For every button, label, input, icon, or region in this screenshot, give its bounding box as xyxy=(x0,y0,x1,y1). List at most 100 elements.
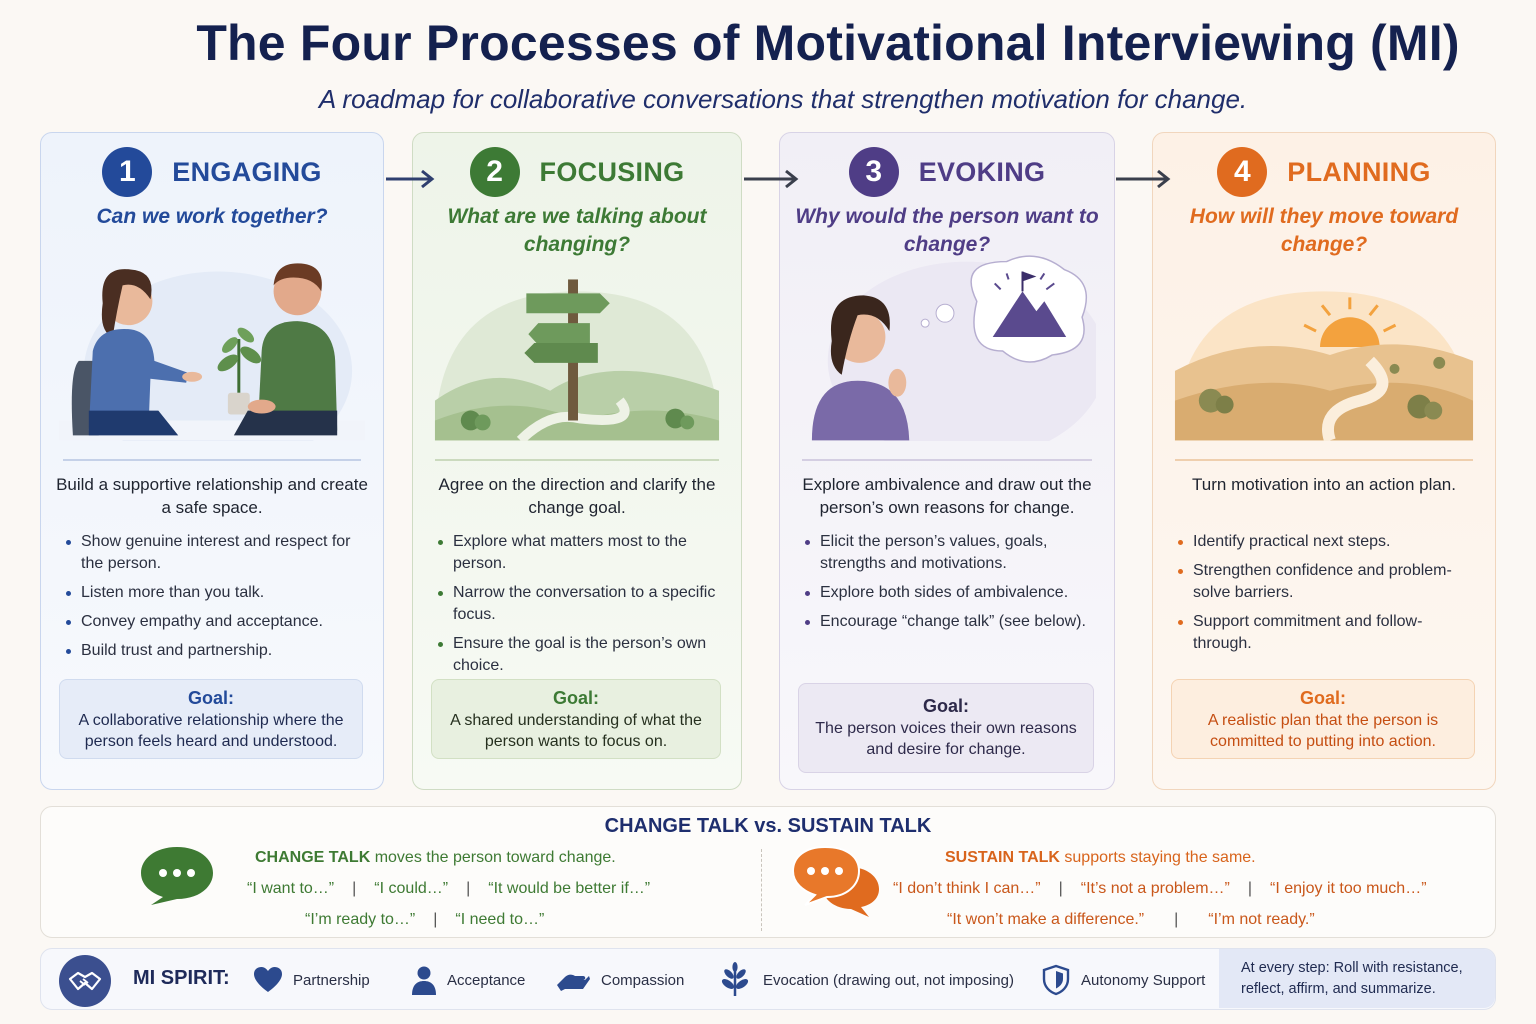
talk-divider xyxy=(761,849,762,931)
shield-icon xyxy=(1042,964,1070,996)
goal-box: Goal: A realistic plan that the person i… xyxy=(1171,679,1475,759)
page-title: The Four Processes of Motivational Inter… xyxy=(196,15,1460,71)
spirit-item-acceptance: Acceptance xyxy=(411,963,525,997)
quote: “I want to…” xyxy=(247,880,335,897)
process-name: EVOKING xyxy=(918,156,1046,187)
process-name: FOCUSING xyxy=(539,156,685,187)
bullet-item: Explore both sides of ambivalence. xyxy=(804,582,1098,604)
goal-text: The person voices their own reasons and … xyxy=(815,720,1077,758)
bullet-item: Strengthen confidence and problem-solve … xyxy=(1177,560,1479,604)
spirit-item-label: Acceptance xyxy=(447,971,526,989)
goal-text: A collaborative relationship where the p… xyxy=(78,712,344,750)
card-header: 4 PLANNING xyxy=(1153,147,1495,197)
bullet-item: Narrow the conversation to a specific fo… xyxy=(437,582,725,626)
goal-box: Goal: A shared understanding of what the… xyxy=(431,679,721,759)
process-bullets: Elicit the person’s values, goals, stren… xyxy=(804,531,1098,640)
quote: “I could…” xyxy=(374,880,449,897)
process-bullets: Identify practical next steps. Strengthe… xyxy=(1177,531,1479,662)
helping-hand-icon xyxy=(557,974,590,991)
sustain-talk-heading: SUSTAIN TALK supports staying the same. xyxy=(945,849,1256,867)
spirit-item-autonomy: Autonomy Support xyxy=(1041,963,1205,997)
change-talk-bubble-icon xyxy=(141,847,213,905)
spirit-label: MI SPIRIT: xyxy=(133,967,230,989)
bullet-item: Show genuine interest and respect for th… xyxy=(65,531,367,575)
spirit-item-label: Autonomy Support xyxy=(1081,971,1206,989)
goal-box: Goal: The person voices their own reason… xyxy=(798,683,1094,773)
bullet-item: Elicit the person’s values, goals, stren… xyxy=(804,531,1098,575)
change-talk-heading: CHANGE TALK moves the person toward chan… xyxy=(255,849,616,867)
process-card-focusing: 2 FOCUSING What are we talking about cha… xyxy=(412,132,742,790)
card-header: 3 EVOKING xyxy=(780,147,1114,197)
card-divider xyxy=(1175,459,1473,461)
sustain-talk-bubbles-icon xyxy=(791,845,879,917)
spirit-item-label: Evocation (drawing out, not imposing) xyxy=(763,971,1014,989)
step-number-badge: 1 xyxy=(102,147,153,197)
talk-panel-title: CHANGE TALK vs. SUSTAIN TALK xyxy=(604,815,932,837)
quote: “I enjoy it too much…” xyxy=(1270,880,1427,897)
flow-arrow-icon xyxy=(1116,169,1171,189)
goal-text: A shared understanding of what the perso… xyxy=(450,712,702,750)
card-divider xyxy=(435,459,719,461)
goal-label: Goal: xyxy=(1299,688,1346,708)
goal-box: Goal: A collaborative relationship where… xyxy=(59,679,363,759)
card-header: 2 FOCUSING xyxy=(413,147,741,197)
goal-label: Goal: xyxy=(922,696,969,716)
flow-arrow-icon xyxy=(744,169,799,189)
sustain-talk-quotes-row: “I don’t think I can…”|“It’s not a probl… xyxy=(893,880,1427,897)
every-step-note: At every step: Roll with resistance, ref… xyxy=(1219,949,1495,1008)
spirit-item-label: Partnership xyxy=(293,971,370,989)
process-card-planning: 4 PLANNING How will they move toward cha… xyxy=(1152,132,1496,790)
process-bullets: Explore what matters most to the person.… xyxy=(437,531,725,684)
process-name: PLANNING xyxy=(1287,156,1431,187)
sustain-talk-quotes-row: “It won’t make a difference.”|“I’m not r… xyxy=(947,911,1315,928)
spirit-item-evocation: Evocation (drawing out, not imposing) xyxy=(717,962,1014,997)
sustain-talk-desc: supports staying the same. xyxy=(1064,849,1256,866)
quote: “I’m not ready.” xyxy=(1208,911,1315,928)
process-lead: Build a supportive relationship and crea… xyxy=(56,475,368,517)
bullet-item: Convey empathy and acceptance. xyxy=(65,611,367,633)
conversation-illustration xyxy=(59,251,365,471)
bullet-item: Support commitment and follow-through. xyxy=(1177,611,1479,655)
process-question: What are we talking about changing? xyxy=(447,205,707,256)
step-number-badge: 4 xyxy=(1217,147,1268,197)
sprout-icon xyxy=(721,962,749,996)
signpost-illustration xyxy=(431,251,723,444)
quote: “I’m ready to…” xyxy=(305,911,416,928)
process-card-engaging: 1 ENGAGING Can we work together? xyxy=(40,132,384,790)
heart-icon xyxy=(254,967,282,992)
process-bullets: Show genuine interest and respect for th… xyxy=(65,531,367,669)
quote: “It won’t make a difference.” xyxy=(947,911,1145,928)
change-talk-quotes-row: “I want to…”|“I could…”|“It would be bet… xyxy=(247,880,651,897)
thinking-person-illustration xyxy=(798,251,1106,461)
quote: “It would be better if…” xyxy=(488,880,651,897)
card-header: 1 ENGAGING xyxy=(41,147,383,197)
bullet-item: Explore what matters most to the person. xyxy=(437,531,725,575)
bullet-item: Listen more than you talk. xyxy=(65,582,367,604)
process-name: ENGAGING xyxy=(172,156,322,187)
change-talk-label: CHANGE TALK xyxy=(255,849,371,866)
process-lead: Explore ambivalence and draw out the per… xyxy=(802,475,1092,517)
bullet-item: Build trust and partnership. xyxy=(65,640,367,662)
bullet-item: Identify practical next steps. xyxy=(1177,531,1479,553)
handshake-icon xyxy=(59,955,111,1007)
quote: “I don’t think I can…” xyxy=(893,880,1041,897)
step-number-badge: 3 xyxy=(848,147,899,197)
process-lead: Turn motivation into an action plan. xyxy=(1192,475,1456,494)
page-subtitle: A roadmap for collaborative conversation… xyxy=(318,84,1248,114)
card-divider xyxy=(802,459,1092,461)
process-card-evoking: 3 EVOKING Why would the person want to c… xyxy=(779,132,1115,790)
person-icon xyxy=(412,966,436,995)
process-question: Can we work together? xyxy=(96,205,328,228)
mi-spirit-bar: MI SPIRIT: Partnership Acceptance Compas… xyxy=(40,948,1496,1010)
bullet-item: Ensure the goal is the person’s own choi… xyxy=(437,633,725,677)
flow-arrow-icon xyxy=(386,169,435,189)
goal-text: A realistic plan that the person is comm… xyxy=(1207,712,1439,750)
process-question: How will they move toward change? xyxy=(1189,205,1459,256)
spirit-item-compassion: Compassion xyxy=(555,963,684,997)
change-vs-sustain-panel: CHANGE TALK vs. SUSTAIN TALK CHANGE TALK… xyxy=(40,806,1496,938)
goal-label: Goal: xyxy=(552,688,599,708)
quote: “It’s not a problem…” xyxy=(1080,880,1230,897)
process-lead: Agree on the direction and clarify the c… xyxy=(438,475,716,517)
sunrise-path-illustration xyxy=(1171,251,1477,443)
sustain-talk-label: SUSTAIN TALK xyxy=(945,849,1060,866)
